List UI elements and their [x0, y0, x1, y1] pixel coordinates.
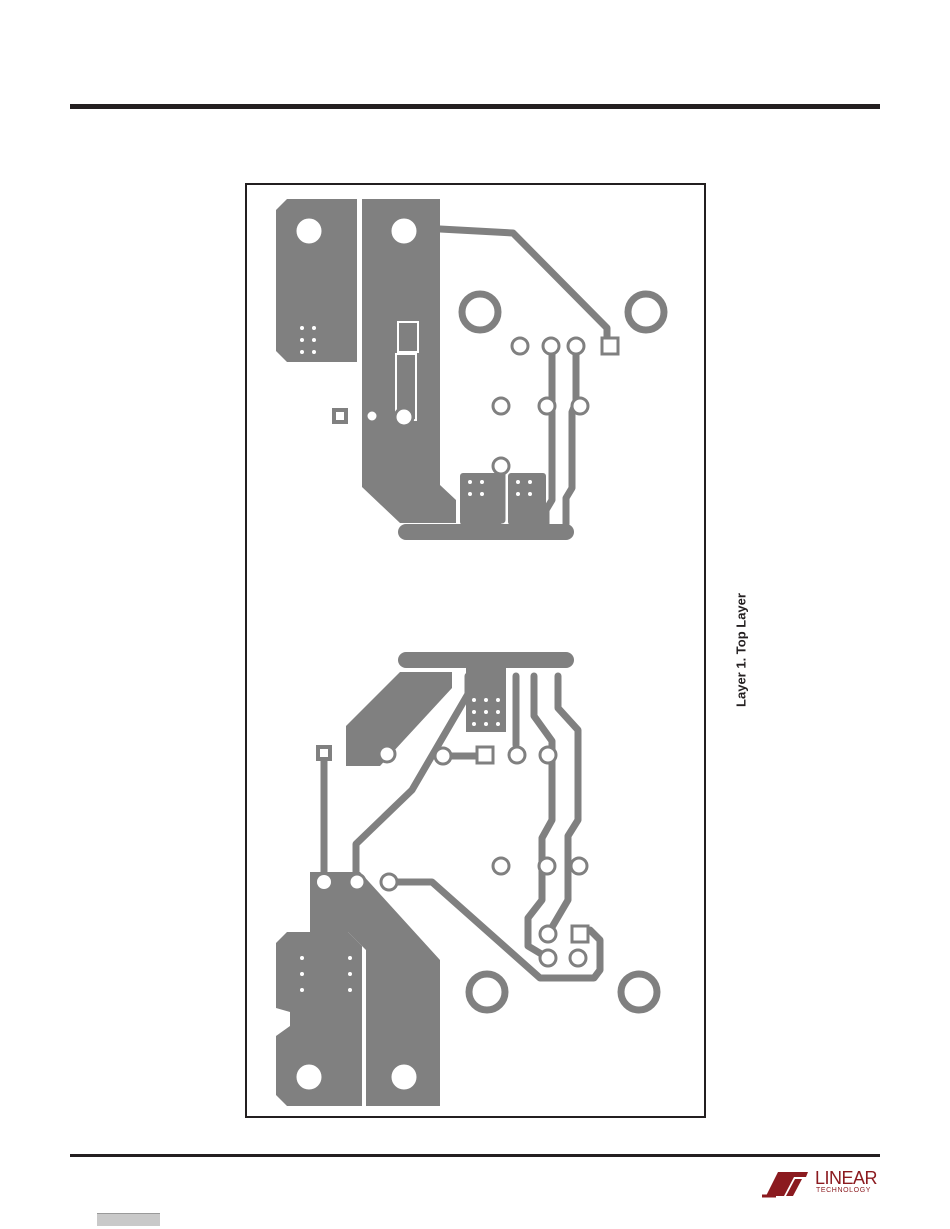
via-pad	[540, 950, 556, 966]
figure-caption: Layer 1. Top Layer	[734, 593, 749, 707]
trace-lower-v2	[528, 676, 552, 958]
logo-subtitle: TECHNOLOGY	[816, 1187, 871, 1194]
mount-hole-7	[293, 1061, 325, 1093]
via-pad	[395, 408, 413, 426]
copper-pad-upper-ic-2	[508, 473, 546, 525]
via-pad	[539, 398, 555, 414]
via-pad	[435, 748, 451, 764]
via-pad	[509, 747, 525, 763]
mount-hole-4	[628, 294, 664, 330]
via-pad	[512, 338, 528, 354]
via-pad	[543, 338, 559, 354]
square-via-pad	[602, 338, 618, 354]
trace-upper-mid-2	[566, 347, 576, 524]
via-pad	[379, 746, 395, 762]
linear-technology-logo: LINEAR TECHNOLOGY	[760, 1166, 882, 1202]
mount-hole-2	[388, 215, 420, 247]
trace-upper-mid-1	[546, 347, 552, 524]
via-pad	[540, 926, 556, 942]
mount-hole-5	[469, 974, 505, 1010]
mount-hole-3	[462, 294, 498, 330]
via-pad	[493, 458, 509, 474]
mount-hole-6	[621, 974, 657, 1010]
via-pad	[568, 338, 584, 354]
linear-logo-mark-icon	[760, 1166, 814, 1202]
footer-rule	[70, 1154, 880, 1157]
via-pad	[540, 747, 556, 763]
mount-hole-1	[293, 215, 325, 247]
via-pad	[493, 858, 509, 874]
logo-wordmark: LINEAR	[815, 1168, 877, 1188]
mount-hole-8	[388, 1061, 420, 1093]
via-pad	[493, 398, 509, 414]
via-pad	[572, 398, 588, 414]
via-pad	[539, 858, 555, 874]
via-pad	[571, 858, 587, 874]
page-tab	[97, 1213, 160, 1226]
square-via-pad	[572, 926, 588, 942]
trace-upper-right	[440, 229, 607, 346]
via-pad	[317, 875, 331, 889]
copper-bus-lower	[398, 652, 574, 668]
via-pad	[349, 874, 365, 890]
square-via-pad	[477, 747, 493, 763]
via-pad	[570, 950, 586, 966]
via-pad	[366, 410, 378, 422]
via-pad	[381, 874, 397, 890]
